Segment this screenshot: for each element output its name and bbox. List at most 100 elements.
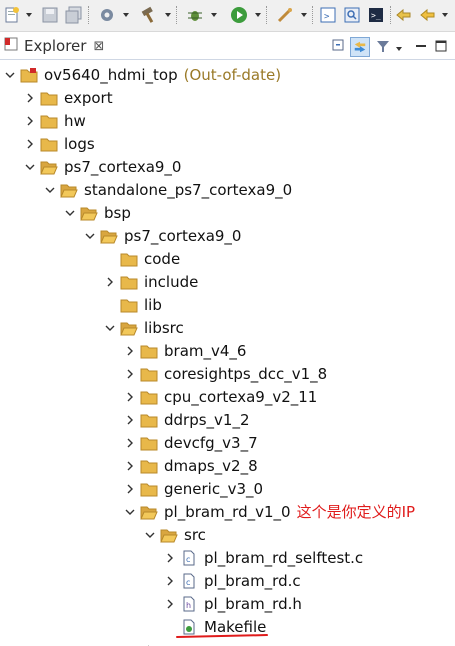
chevron-right-icon[interactable] <box>124 414 136 426</box>
tree-item-makefile[interactable]: Makefile <box>0 616 455 639</box>
chevron-right-icon[interactable] <box>104 276 116 288</box>
terminal-icon[interactable]: >_ <box>366 5 386 25</box>
tree-item-bram-c[interactable]: c pl_bram_rd.c <box>0 570 455 593</box>
tree-label: pl_bram_rd.h <box>204 595 302 613</box>
chevron-down-icon[interactable] <box>124 506 136 518</box>
tree-label: src <box>184 526 206 544</box>
chevron-right-icon[interactable] <box>164 575 176 587</box>
tree-label: export <box>64 89 113 107</box>
chevron-right-icon[interactable] <box>124 437 136 449</box>
folder-icon <box>140 458 158 474</box>
annotation-ip: 这个是你定义的IP <box>296 503 416 521</box>
tree-item-cutoff <box>0 639 455 646</box>
tree-item-bram[interactable]: bram_v4_6 <box>0 340 455 363</box>
tree-item-devcfg[interactable]: devcfg_v3_7 <box>0 432 455 455</box>
c-file-icon: c <box>180 550 198 566</box>
collapse-all-icon[interactable] <box>330 37 348 55</box>
chevron-right-icon[interactable] <box>164 552 176 564</box>
panel-title: Explorer <box>24 37 87 55</box>
tree-item-logs[interactable]: logs <box>0 133 455 156</box>
folder-icon <box>140 343 158 359</box>
new-icon[interactable] <box>2 5 22 25</box>
tree-item-include[interactable]: include <box>0 271 455 294</box>
chevron-right-icon[interactable] <box>24 92 36 104</box>
folder-icon <box>140 481 158 497</box>
tree-label: bram_v4_6 <box>164 342 247 360</box>
tree-item-hw[interactable]: hw <box>0 110 455 133</box>
settings-icon[interactable] <box>96 5 118 25</box>
maximize-icon[interactable] <box>432 37 450 55</box>
last-edit-icon[interactable] <box>394 5 414 25</box>
save-icon[interactable] <box>40 5 60 25</box>
folder-open-icon <box>100 228 118 244</box>
tree-label: hw <box>64 112 86 130</box>
folder-open-icon <box>140 504 158 520</box>
back-icon[interactable] <box>418 5 438 25</box>
tree-item-coresight[interactable]: coresightps_dcc_v1_8 <box>0 363 455 386</box>
tree-label: cpu_cortexa9_v2_11 <box>164 388 318 406</box>
tree-label: coresightps_dcc_v1_8 <box>164 365 328 383</box>
chevron-down-icon[interactable] <box>144 529 156 541</box>
tree-label: lib <box>144 296 162 314</box>
tree-item-ps7-cortexa9-0[interactable]: ps7_cortexa9_0 <box>0 156 455 179</box>
tree-item-ps7-sub[interactable]: ps7_cortexa9_0 <box>0 225 455 248</box>
tree-item-cpu[interactable]: cpu_cortexa9_v2_11 <box>0 386 455 409</box>
tree-label: pl_bram_rd.c <box>204 572 301 590</box>
tree-item-src[interactable]: src <box>0 524 455 547</box>
external-tools-icon[interactable] <box>274 5 296 25</box>
tree-item-export[interactable]: export <box>0 87 455 110</box>
chevron-right-icon[interactable] <box>24 138 36 150</box>
save-all-icon[interactable] <box>64 5 84 25</box>
chevron-down-icon[interactable] <box>104 322 116 334</box>
explorer-tab[interactable]: Explorer ⊠ <box>0 33 110 59</box>
tree-label: code <box>144 250 181 268</box>
chevron-right-icon[interactable] <box>124 483 136 495</box>
tree-label: generic_v3_0 <box>164 480 264 498</box>
link-with-editor-icon[interactable] <box>350 37 370 57</box>
chevron-down-icon[interactable] <box>64 207 76 219</box>
minimize-icon[interactable] <box>412 37 430 55</box>
tree-item-ddrps[interactable]: ddrps_v1_2 <box>0 409 455 432</box>
chevron-down-icon[interactable] <box>24 161 36 173</box>
tree-item-bram-h[interactable]: h pl_bram_rd.h <box>0 593 455 616</box>
chevron-right-icon[interactable] <box>124 368 136 380</box>
tree-label: logs <box>64 135 95 153</box>
tree-label: pl_bram_rd_selftest.c <box>204 549 364 567</box>
makefile-icon <box>180 619 198 635</box>
folder-icon <box>140 366 158 382</box>
build-icon[interactable] <box>138 5 160 25</box>
tree-item-dmaps[interactable]: dmaps_v2_8 <box>0 455 455 478</box>
folder-icon <box>140 389 158 405</box>
chevron-down-icon[interactable] <box>4 69 16 81</box>
tree-item-bsp[interactable]: bsp <box>0 202 455 225</box>
tree-label: ddrps_v1_2 <box>164 411 250 429</box>
folder-open-icon <box>160 527 178 543</box>
tree-item-libsrc[interactable]: libsrc <box>0 317 455 340</box>
run-icon[interactable] <box>228 5 250 25</box>
search-icon[interactable] <box>342 5 362 25</box>
tree-label: ps7_cortexa9_0 <box>64 158 182 176</box>
tree-item-code[interactable]: code <box>0 248 455 271</box>
folder-open-icon <box>40 159 58 175</box>
filter-icon[interactable] <box>374 37 392 55</box>
debug-icon[interactable] <box>184 5 206 25</box>
chevron-right-icon[interactable] <box>164 598 176 610</box>
tree-item-selftest-c[interactable]: c pl_bram_rd_selftest.c <box>0 547 455 570</box>
chevron-right-icon[interactable] <box>24 115 36 127</box>
chevron-down-icon[interactable] <box>44 184 56 196</box>
open-type-icon[interactable]: > <box>318 5 338 25</box>
folder-icon <box>120 274 138 290</box>
close-icon[interactable]: ⊠ <box>93 38 105 54</box>
folder-icon <box>40 113 58 129</box>
chevron-right-icon[interactable] <box>124 345 136 357</box>
tree-item-standalone[interactable]: standalone_ps7_cortexa9_0 <box>0 179 455 202</box>
tree-item-root[interactable]: ov5640_hdmi_top(Out-of-date) <box>0 64 455 87</box>
chevron-right-icon[interactable] <box>124 460 136 472</box>
tree-item-lib[interactable]: lib <box>0 294 455 317</box>
tree-item-generic[interactable]: generic_v3_0 <box>0 478 455 501</box>
chevron-right-icon[interactable] <box>124 391 136 403</box>
chevron-down-icon[interactable] <box>84 230 96 242</box>
folder-icon <box>140 435 158 451</box>
